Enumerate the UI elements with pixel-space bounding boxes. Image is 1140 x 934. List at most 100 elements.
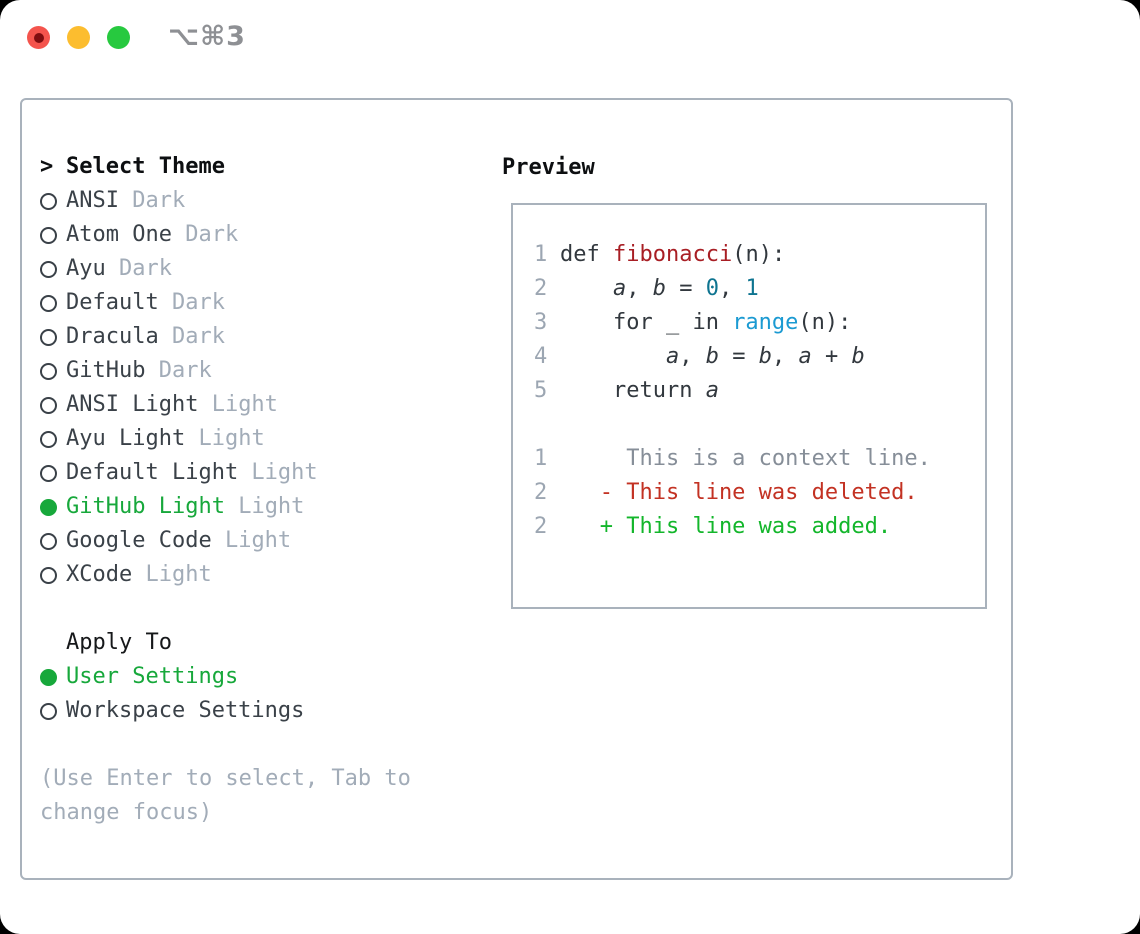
close-button[interactable]	[27, 26, 50, 49]
code-segment-builtin: range	[732, 310, 799, 335]
radio-icon	[40, 328, 57, 346]
theme-name: GitHub	[66, 358, 146, 383]
code-segment-plain: ,	[718, 276, 746, 301]
code-segment-function: fibonacci	[612, 242, 733, 267]
select-theme-prompt: > Select Theme	[40, 150, 318, 184]
theme-option-github[interactable]: GitHub Dark	[40, 354, 318, 388]
theme-name: Ayu	[66, 256, 106, 281]
apply-to-header: Apply To	[40, 626, 304, 660]
code-line: 2 + This line was added.	[534, 510, 931, 544]
code-segment-variable: b	[851, 344, 865, 369]
code-line: 5 return a	[534, 374, 931, 408]
radio-icon	[40, 362, 57, 380]
line-number: 2	[534, 514, 548, 539]
theme-variant-tag: Light	[132, 562, 212, 587]
code-segment-plain: =	[665, 276, 706, 301]
radio-icon	[40, 430, 57, 448]
select-theme-label: Select Theme	[66, 154, 225, 179]
theme-name: XCode	[66, 562, 133, 587]
code-segment-variable: b	[758, 344, 772, 369]
radio-icon	[40, 702, 57, 720]
code-segment-plain: def	[560, 242, 613, 267]
radio-selected-icon	[40, 498, 57, 516]
prompt-marker-icon: >	[40, 154, 54, 179]
theme-name: Ayu Light	[66, 426, 186, 451]
radio-icon	[40, 396, 57, 414]
line-number: 1	[534, 242, 548, 267]
radio-icon	[40, 566, 57, 584]
theme-option-google-code[interactable]: Google Code Light	[40, 524, 318, 558]
theme-variant-tag: Dark	[171, 222, 239, 247]
code-segment-variable: b	[652, 276, 666, 301]
radio-selected-icon	[40, 668, 57, 686]
apply-to-label: Apply To	[66, 630, 172, 655]
code-segment-plain	[560, 272, 613, 306]
theme-name: Atom One	[66, 222, 172, 247]
code-segment-variable: a	[705, 378, 719, 403]
hint-line-1: (Use Enter to select, Tab to	[40, 766, 411, 791]
code-line: 2 - This line was deleted.	[534, 476, 931, 510]
line-number: 5	[534, 378, 548, 403]
theme-option-default-light[interactable]: Default Light Light	[40, 456, 318, 490]
line-number: 4	[534, 344, 548, 369]
code-line: 1 This is a context line.	[534, 442, 931, 476]
code-segment-plain	[560, 340, 666, 374]
theme-option-ayu-light[interactable]: Ayu Light Light	[40, 422, 318, 456]
theme-variant-tag: Dark	[145, 358, 212, 383]
apply-option-workspace-settings[interactable]: Workspace Settings	[40, 694, 304, 728]
titlebar: ⌥⌘3	[0, 0, 1140, 74]
theme-option-ayu[interactable]: Ayu Dark	[40, 252, 318, 286]
code-blank-line	[534, 408, 931, 442]
hint-line-2: change focus)	[40, 800, 213, 825]
code-segment-number: 1	[745, 276, 759, 301]
theme-option-dracula[interactable]: Dracula Dark	[40, 320, 318, 354]
theme-variant-tag: Dark	[105, 256, 172, 281]
theme-option-ansi[interactable]: ANSI Dark	[40, 184, 318, 218]
line-number: 2	[534, 276, 548, 301]
code-segment-context: This is a context line.	[560, 446, 931, 471]
theme-variant-tag: Dark	[158, 324, 225, 349]
code-segment-plain: ,	[679, 344, 706, 369]
line-number: 1	[534, 446, 548, 471]
close-dot-icon	[33, 32, 44, 43]
theme-variant-tag: Dark	[118, 188, 186, 213]
code-segment-deleted: - This line was deleted.	[560, 480, 918, 505]
apply-option-name: User Settings	[66, 664, 239, 689]
theme-option-github-light[interactable]: GitHub Light Light	[40, 490, 318, 524]
preview-title: Preview	[502, 155, 595, 180]
code-segment-variable: b	[705, 344, 719, 369]
theme-option-atom-one[interactable]: Atom One Dark	[40, 218, 318, 252]
code-segment-plain: for _ in	[560, 310, 733, 335]
window-title: ⌥⌘3	[168, 21, 246, 52]
code-segment-plain: ,	[771, 344, 799, 369]
code-segment-plain: (n):	[732, 242, 786, 267]
code-segment-number: 0	[705, 276, 719, 301]
theme-option-xcode[interactable]: XCode Light	[40, 558, 318, 592]
line-number: 2	[534, 480, 548, 505]
theme-variant-tag: Light	[198, 392, 278, 417]
radio-icon	[40, 464, 57, 482]
theme-name: ANSI	[66, 188, 119, 213]
minimize-button[interactable]	[67, 26, 90, 49]
code-segment-plain: return	[560, 378, 706, 403]
code-line: 1 def fibonacci(n):	[534, 238, 931, 272]
radio-icon	[40, 532, 57, 550]
theme-option-default[interactable]: Default Dark	[40, 286, 318, 320]
code-segment-variable: a	[798, 344, 812, 369]
code-preview: 1 def fibonacci(n): 2 a, b = 0, 1 3 for _ i…	[534, 238, 931, 544]
theme-variant-tag: Light	[238, 460, 318, 485]
theme-variant-tag: Light	[224, 494, 305, 519]
radio-icon	[40, 260, 57, 278]
theme-variant-tag: Light	[211, 528, 292, 553]
code-line: 3 for _ in range(n):	[534, 306, 931, 340]
radio-icon	[40, 226, 57, 244]
apply-option-user-settings[interactable]: User Settings	[40, 660, 304, 694]
line-number: 3	[534, 310, 548, 335]
theme-option-ansi-light[interactable]: ANSI Light Light	[40, 388, 318, 422]
code-segment-variable: a	[665, 344, 680, 369]
theme-name: GitHub Light	[66, 494, 225, 519]
zoom-button[interactable]	[107, 26, 130, 49]
